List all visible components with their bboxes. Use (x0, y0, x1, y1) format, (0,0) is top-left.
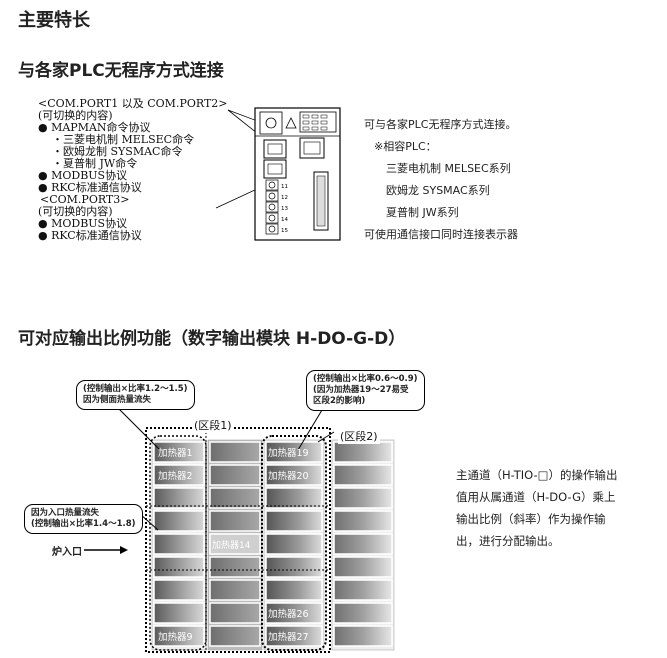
heater-label: 加热器19 (268, 447, 309, 459)
heater-label: 加热器26 (268, 608, 309, 620)
section1-title: 与各家PLC无程序方式连接 (18, 61, 224, 81)
callout-line: 因为入口热量流失 (31, 508, 100, 518)
port12-switchable: (可切换的内容) (38, 109, 113, 122)
callout-line: (因为加热器19〜27易受 (313, 385, 409, 395)
heater-zone-diagram: 加热器1 加热器2 加热器9 加热器14 加热器19 加热器20 加热器26 加… (84, 401, 395, 653)
terminal-number: 13 (281, 206, 288, 212)
protocol-item: ● MODBUS协议 (38, 217, 128, 230)
heater-label: 加热器1 (158, 447, 193, 459)
protocol-item: ・三菱电机制 MELSEC命令 (52, 133, 195, 146)
heater-label: 加热器9 (158, 631, 193, 643)
callout-line: 区段2的影响) (313, 396, 366, 406)
protocol-item: ・夏普制 JW命令 (52, 157, 138, 170)
port12-header: <COM.PORT1 以及 COM.PORT2> (38, 97, 228, 110)
terminal-number: 15 (281, 228, 288, 234)
protocol-item: ● MODBUS协议 (38, 169, 128, 182)
port3-header: <COM.PORT3> (40, 193, 130, 206)
plc-item: 欧姆龙 SYSMAC系列 (386, 184, 490, 197)
zone2-label: (区段2) (338, 428, 380, 444)
description-line: 值用从属通道（H-DO-G）乘上 (456, 490, 616, 504)
heater-label: 加热器14 (212, 539, 251, 551)
heater-label: 加热器27 (268, 631, 309, 643)
description-line: 出，进行分配输出。 (456, 534, 560, 548)
side-heat-loss-callout: (控制输出×比率1.2〜1.5) 因为侧面热量流失 (76, 380, 195, 410)
page-title: 主要特长 (18, 10, 90, 31)
section2-title: 可对应输出比例功能（数字输出模块 H-DO-G-D） (18, 329, 406, 349)
callout-line: (控制输出×比率1.4〜1.8) (31, 519, 136, 529)
terminal-number: 11 (281, 184, 288, 190)
furnace-entrance-label: 炉入口 (52, 547, 82, 558)
description-line: 可与各家PLC无程序方式连接。 (364, 118, 517, 131)
plc-item: 三菱电机制 MELSEC系列 (386, 162, 511, 175)
callout-line: 因为侧面热量流失 (83, 395, 152, 405)
description-line: ※相容PLC： (374, 140, 437, 153)
protocol-item: ● RKC标准通信协议 (38, 181, 142, 194)
description-line: 主通道（H-TIO-□）的操作输出 (456, 468, 618, 482)
communication-module-illustration: 11 12 13 14 15 (215, 107, 341, 241)
protocol-item: ● RKC标准通信协议 (38, 229, 142, 242)
description-line: 输出比例（斜率）作为操作输 (456, 512, 606, 526)
callout-line: (控制输出×比率1.2〜1.5) (83, 384, 188, 394)
plc-item: 夏普制 JW系列 (386, 206, 459, 219)
terminal-number: 14 (281, 217, 288, 223)
port3-switchable: (可切换的内容) (38, 205, 113, 218)
heater-label: 加热器20 (268, 470, 309, 482)
heater-label: 加热器2 (158, 470, 193, 482)
description-line: 可使用通信接口同时连接表示器 (364, 228, 518, 241)
zone1-label: (区段1) (192, 417, 234, 433)
terminal-number: 12 (281, 195, 288, 201)
output-ratio-description: 主通道（H-TIO-□）的操作输出 值用从属通道（H-DO-G）乘上 输出比例（… (456, 464, 656, 552)
zone2-influence-callout: (控制输出×比率0.6〜0.9) (因为加热器19〜27易受 区段2的影响) (306, 370, 425, 411)
plc-description: 可与各家PLC无程序方式连接。 ※相容PLC： 三菱电机制 MELSEC系列 欧… (364, 114, 518, 246)
protocol-item: ・欧姆龙制 SYSMAC命令 (52, 145, 183, 158)
callout-line: (控制输出×比率0.6〜0.9) (313, 374, 418, 384)
entrance-heat-loss-callout: 因为入口热量流失 (控制输出×比率1.4〜1.8) (24, 504, 143, 534)
protocol-item: ● MAPMAN命令协议 (38, 121, 151, 134)
plc-protocol-list: <COM.PORT1 以及 COM.PORT2> (可切换的内容) ● MAPM… (38, 98, 228, 242)
